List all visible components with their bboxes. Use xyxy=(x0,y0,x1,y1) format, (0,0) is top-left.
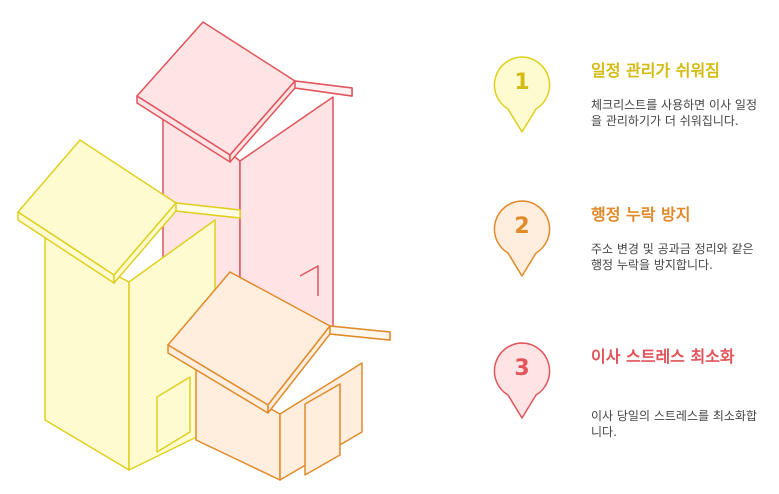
item-description: 체크리스트를 사용하면 이사 일정을 관리하기가 더 쉬워집니다. xyxy=(591,98,758,128)
pin-badge-icon xyxy=(493,342,551,419)
benefit-item-1: 1 일정 관리가 쉬워짐 체크리스트를 사용하면 이사 일정을 관리하기가 더 … xyxy=(490,52,770,142)
houses-illustration xyxy=(17,21,391,481)
benefit-item-3: 3 이사 스트레스 최소화 이사 당일의 스트레스를 최소화합니다. xyxy=(490,338,770,439)
pin-badge-icon xyxy=(493,56,551,133)
orange-house-icon xyxy=(167,271,391,481)
pin-badge-icon xyxy=(493,200,551,277)
item-number: 1 xyxy=(514,70,530,95)
item-title: 행정 누락 방지 xyxy=(591,205,691,224)
item-description: 이사 당일의 스트레스를 최소화합니다. xyxy=(591,409,758,439)
item-title: 일정 관리가 쉬워짐 xyxy=(591,61,720,80)
benefit-item-2: 2 행정 누락 방지 주소 변경 및 공과금 정리와 같은 행정 누락을 방지합… xyxy=(490,196,770,286)
item-description: 주소 변경 및 공과금 정리와 같은 행정 누락을 방지합니다. xyxy=(591,242,754,272)
item-number: 3 xyxy=(514,356,530,381)
item-title: 이사 스트레스 최소화 xyxy=(591,347,735,366)
item-number: 2 xyxy=(514,214,530,239)
